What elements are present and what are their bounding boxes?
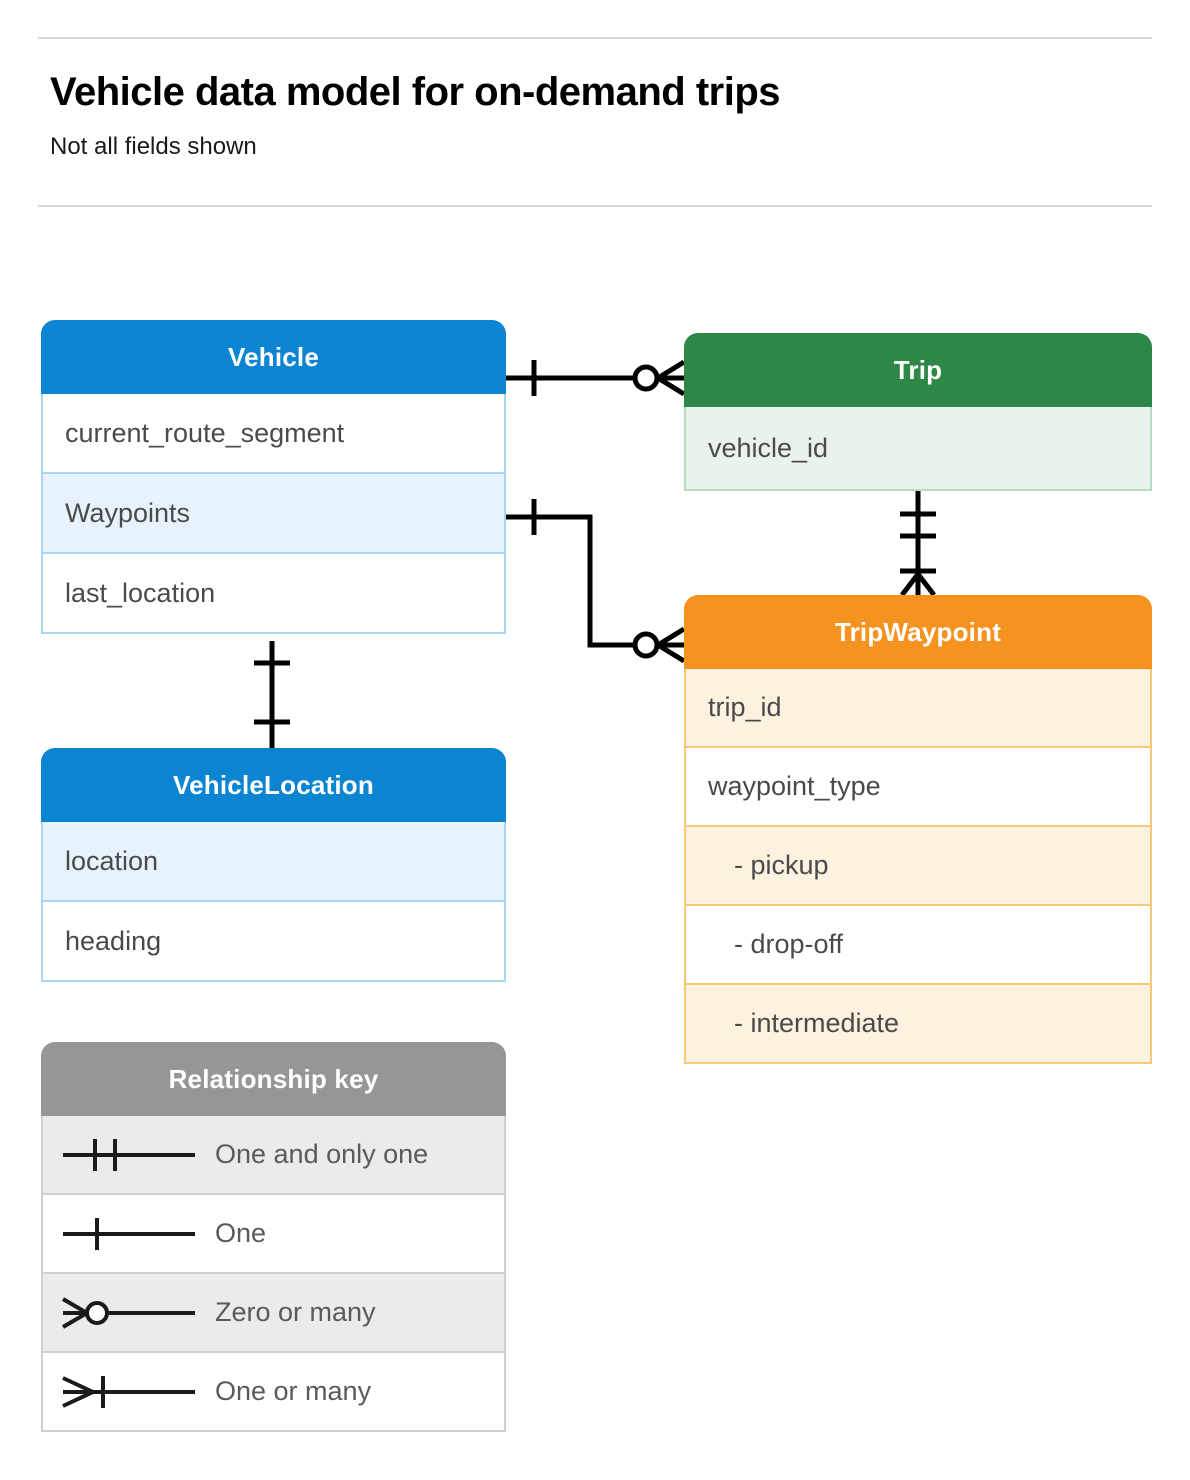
relationship-key-legend: Relationship key One and only one One (41, 1042, 506, 1432)
entity-tripwaypoint[interactable]: TripWaypoint trip_id waypoint_type - pic… (684, 595, 1152, 1064)
entity-tripwaypoint-value-pickup[interactable]: - pickup (684, 827, 1152, 906)
one-icon (43, 1211, 215, 1257)
entity-vehicle-field-last-location[interactable]: last_location (41, 554, 506, 634)
legend-item-one-and-only-one: One and only one (41, 1116, 506, 1195)
zero-or-many-icon (43, 1290, 215, 1336)
entity-tripwaypoint-field-trip-id[interactable]: trip_id (684, 669, 1152, 748)
legend-title: Relationship key (41, 1042, 506, 1116)
entity-tripwaypoint-title: TripWaypoint (684, 595, 1152, 669)
legend-item-zero-or-many: Zero or many (41, 1274, 506, 1353)
legend-item-one-or-many: One or many (41, 1353, 506, 1432)
legend-label-one-or-many: One or many (215, 1376, 372, 1406)
entity-tripwaypoint-value-intermediate[interactable]: - intermediate (684, 985, 1152, 1064)
connector-vehicle-trip (506, 359, 686, 397)
one-and-only-one-icon (43, 1132, 215, 1178)
entity-vehicle-field-waypoints[interactable]: Waypoints (41, 474, 506, 554)
header-top-divider (38, 37, 1152, 39)
entity-tripwaypoint-field-waypoint-type[interactable]: waypoint_type (684, 748, 1152, 827)
entity-trip[interactable]: Trip vehicle_id (684, 333, 1152, 491)
connector-waypoints-tripwaypoint (506, 499, 686, 664)
legend-label-one: One (215, 1218, 267, 1248)
entity-vehicle-title: Vehicle (41, 320, 506, 394)
entity-vehiclelocation-field-location[interactable]: location (41, 822, 506, 902)
entity-vehiclelocation-field-heading[interactable]: heading (41, 902, 506, 982)
one-or-many-icon (43, 1369, 215, 1415)
connector-vehicle-vehiclelocation (254, 641, 290, 748)
entity-vehicle-field-current-route-segment[interactable]: current_route_segment (41, 394, 506, 474)
header-bottom-divider (38, 205, 1152, 207)
connector-trip-tripwaypoint (900, 491, 936, 597)
entity-vehiclelocation-title: VehicleLocation (41, 748, 506, 822)
entity-vehiclelocation[interactable]: VehicleLocation location heading (41, 748, 506, 982)
entity-tripwaypoint-value-drop-off[interactable]: - drop-off (684, 906, 1152, 985)
entity-trip-title: Trip (684, 333, 1152, 407)
entity-trip-field-vehicle-id[interactable]: vehicle_id (684, 407, 1152, 491)
page-subtitle: Not all fields shown (50, 133, 257, 160)
legend-item-one: One (41, 1195, 506, 1274)
legend-label-zero-or-many: Zero or many (215, 1297, 376, 1327)
page-title: Vehicle data model for on-demand trips (50, 70, 781, 114)
legend-label-one-and-only-one: One and only one (215, 1139, 429, 1169)
entity-vehicle[interactable]: Vehicle current_route_segment Waypoints … (41, 320, 506, 634)
